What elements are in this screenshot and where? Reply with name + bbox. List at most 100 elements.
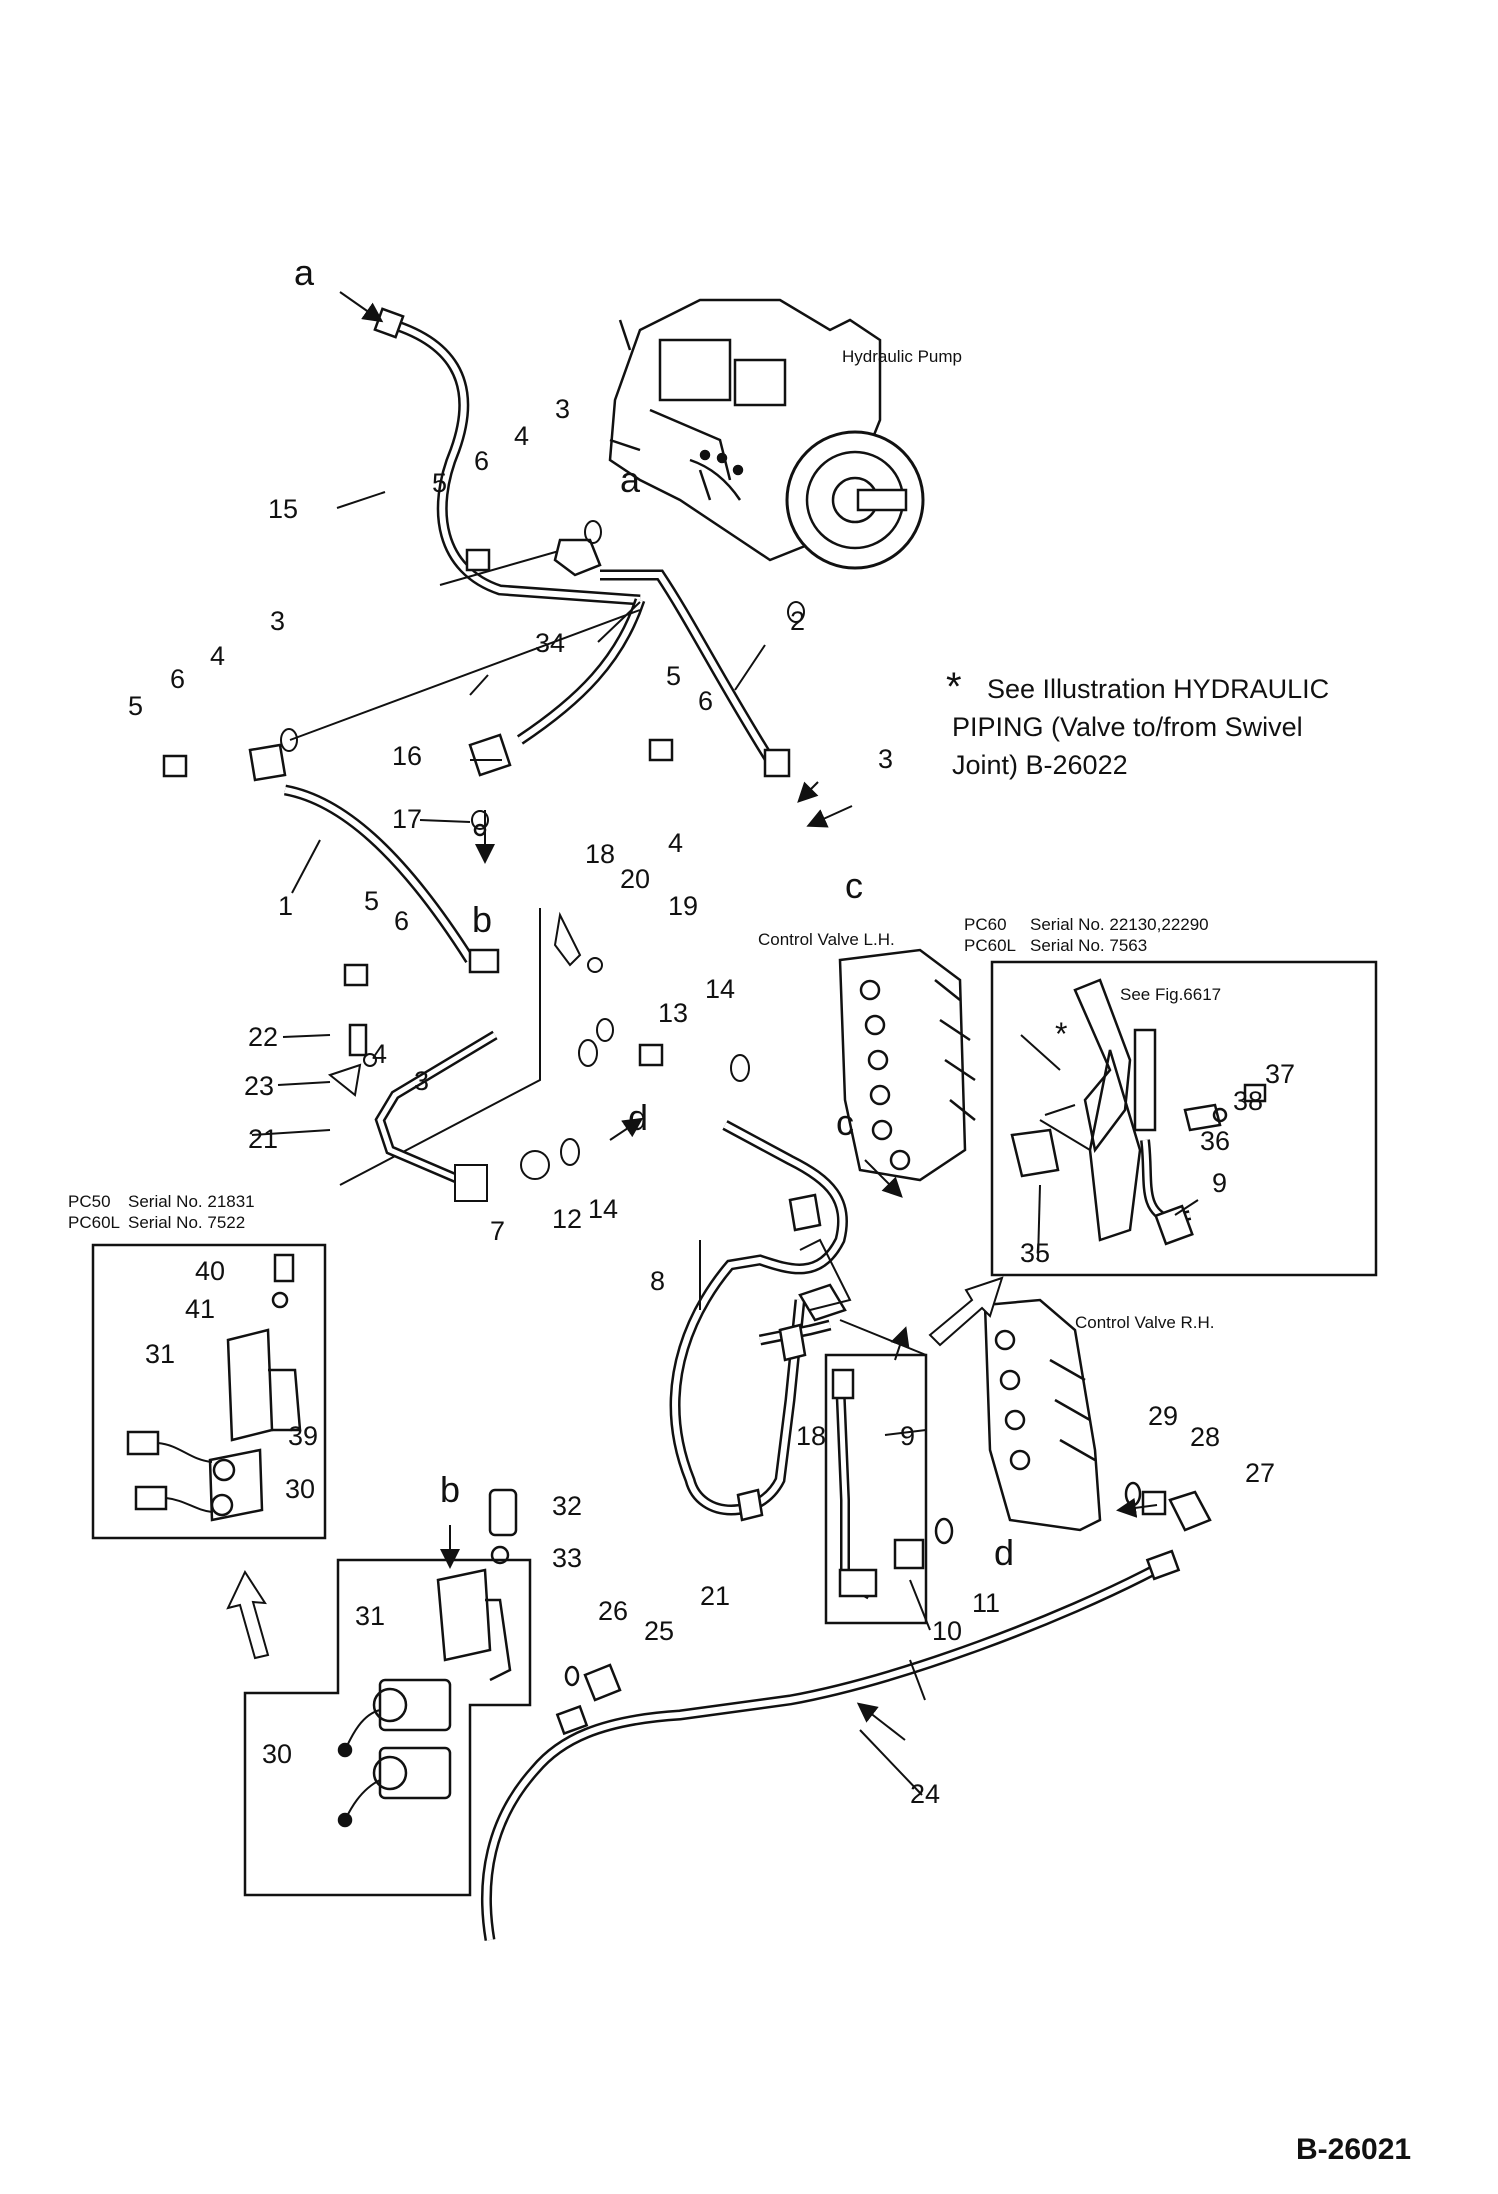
callout-6: 6 <box>170 664 185 694</box>
callout-35: 35 <box>1020 1238 1050 1268</box>
connection-a: a <box>294 252 315 293</box>
pipe-9-frame <box>824 1319 928 1625</box>
callout-14: 14 <box>705 974 735 1004</box>
callout-11: 11 <box>972 1588 1000 1618</box>
label-control-valve-lh: Control Valve L.H. <box>758 930 895 949</box>
serial-pc60l-a-number: Serial No. 7563 <box>1030 936 1147 955</box>
callout-5: 5 <box>432 468 447 498</box>
callout-31: 31 <box>355 1601 385 1631</box>
callout-18: 18 <box>585 839 615 869</box>
serial-pc60l-a-model: PC60L <box>964 936 1016 955</box>
serial-pc50-model: PC50 <box>68 1192 111 1211</box>
callout-23: 23 <box>244 1071 274 1101</box>
callout-24: 24 <box>910 1779 940 1809</box>
hose-24-drawing <box>480 1562 1163 1941</box>
hose-24-fittings <box>555 1549 1181 1736</box>
callout-17: 17 <box>392 804 422 834</box>
callout-25: 25 <box>644 1616 674 1646</box>
callout-6: 6 <box>698 686 713 716</box>
note-line-1: See Illustration HYDRAULIC <box>987 674 1330 704</box>
connection-b: b <box>440 1469 460 1510</box>
callout-4: 4 <box>668 828 683 858</box>
callout-9: 9 <box>900 1421 915 1451</box>
serial-pc60l-b-model: PC60L <box>68 1213 120 1232</box>
serial-pc60-number: Serial No. 22130,22290 <box>1030 915 1209 934</box>
inset-pc60-frame <box>990 960 1378 1277</box>
serial-labels: PC60 Serial No. 22130,22290 PC60L Serial… <box>68 915 1209 1232</box>
callout-1: 1 <box>278 891 293 921</box>
connection-d: d <box>628 1097 648 1138</box>
solenoid-frame-drawing <box>243 1488 532 1897</box>
callout-20: 20 <box>620 864 650 894</box>
callout-3: 3 <box>555 394 570 424</box>
label-see-fig: See Fig.6617 <box>1120 985 1221 1004</box>
callout-26: 26 <box>598 1596 628 1626</box>
serial-pc50-number: Serial No. 21831 <box>128 1192 255 1211</box>
callout-29: 29 <box>1148 1401 1178 1431</box>
connection-c: c <box>845 865 863 906</box>
connection-letters: a a b b c c d d <box>294 252 1014 1573</box>
pipe-8-clamps <box>736 1193 852 1522</box>
callout-36: 36 <box>1200 1126 1230 1156</box>
callout-19: 19 <box>668 891 698 921</box>
callout-18: 18 <box>796 1421 826 1451</box>
callout-39: 39 <box>288 1421 318 1451</box>
leader-lines <box>251 291 1199 1796</box>
callout-5: 5 <box>364 886 379 916</box>
callout-3: 3 <box>878 744 893 774</box>
callout-30: 30 <box>262 1739 292 1769</box>
callout-22: 22 <box>248 1022 278 1052</box>
note-line-3: Joint) B-26022 <box>952 750 1128 780</box>
doc-number: B-26021 <box>1296 2133 1412 2166</box>
callout-32: 32 <box>552 1491 582 1521</box>
callout-4: 4 <box>210 641 225 671</box>
note-asterisk: * <box>946 665 962 709</box>
clamp-bracket-drawing <box>280 520 805 1202</box>
connection-a: a <box>620 459 641 500</box>
note-line-2: PIPING (Valve to/from Swivel <box>952 712 1303 742</box>
connection-d: d <box>994 1532 1014 1573</box>
inset-pc50-frame <box>91 1243 327 1540</box>
pipe-8-drawing <box>669 1120 849 1516</box>
serial-pc60-model: PC60 <box>964 915 1007 934</box>
callout-4: 4 <box>514 421 529 451</box>
callout-31: 31 <box>145 1339 175 1369</box>
callout-9: 9 <box>1212 1168 1227 1198</box>
callout-4: 4 <box>372 1039 387 1069</box>
callout-12: 12 <box>552 1204 582 1234</box>
serial-pc60l-b-number: Serial No. 7522 <box>128 1213 245 1232</box>
hydraulic-pump-drawing <box>608 298 925 570</box>
callout-5: 5 <box>128 691 143 721</box>
callout-38: 38 <box>1233 1086 1263 1116</box>
callout-2: 2 <box>790 606 805 636</box>
callout-27: 27 <box>1245 1458 1275 1488</box>
callout-8: 8 <box>650 1266 665 1296</box>
callout-21: 21 <box>700 1581 730 1611</box>
connection-b: b <box>472 899 492 940</box>
label-hydraulic-pump: Hydraulic Pump <box>842 347 962 366</box>
callout-21: 21 <box>248 1124 278 1154</box>
control-valve-lh-drawing <box>838 948 976 1182</box>
callout-15: 15 <box>268 494 298 524</box>
callout-34: 34 <box>535 628 565 658</box>
callout-16: 16 <box>392 741 422 771</box>
callout-41: 41 <box>185 1294 215 1324</box>
callout-6: 6 <box>474 446 489 476</box>
callout-40: 40 <box>195 1256 225 1286</box>
connection-c: c <box>836 1102 854 1143</box>
callout-numbers: 1 2 3 3 3 3 4 4 4 4 5 5 5 5 6 6 6 6 7 8 … <box>128 394 1295 1809</box>
callout-14: 14 <box>588 1194 618 1224</box>
asterisk-mark: * <box>1055 1016 1067 1052</box>
callout-6: 6 <box>394 906 409 936</box>
callout-10: 10 <box>932 1616 962 1646</box>
upper-hoses <box>283 316 775 963</box>
callout-33: 33 <box>552 1543 582 1573</box>
callout-7: 7 <box>490 1216 505 1246</box>
hatched-arrows <box>226 1276 1004 1660</box>
label-control-valve-rh: Control Valve R.H. <box>1075 1313 1215 1332</box>
callout-37: 37 <box>1265 1059 1295 1089</box>
callout-5: 5 <box>666 661 681 691</box>
callout-28: 28 <box>1190 1422 1220 1452</box>
callout-3: 3 <box>414 1066 429 1096</box>
